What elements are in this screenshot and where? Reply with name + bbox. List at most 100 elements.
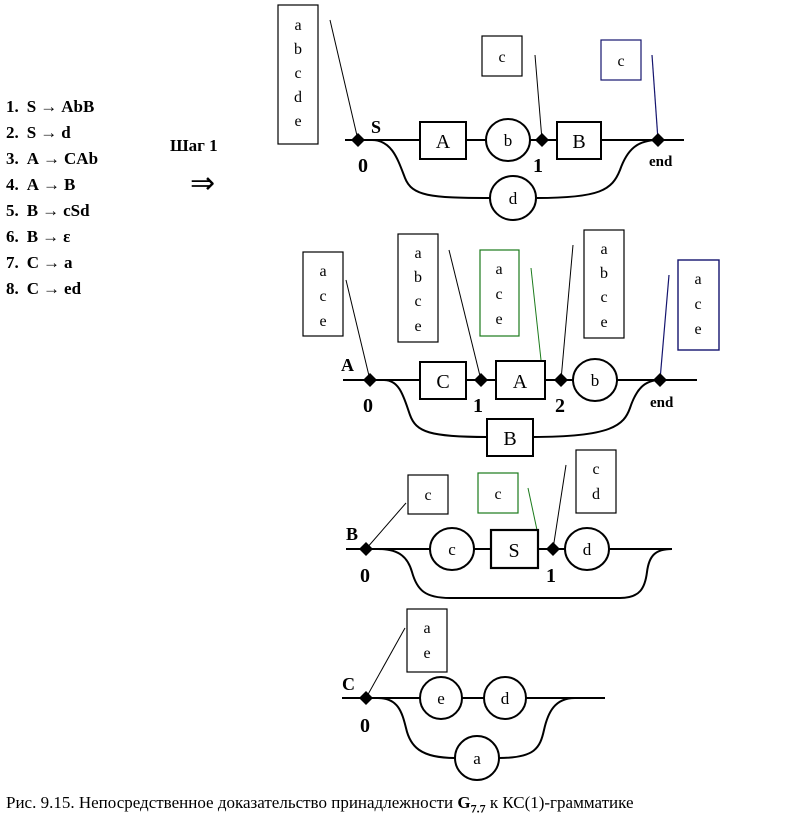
c-circle-e-label: e — [437, 689, 445, 708]
b-point-1-marker — [546, 542, 560, 556]
s-point-1-label: 1 — [533, 155, 543, 177]
a-point-1-label: 1 — [473, 395, 483, 417]
s-circle-d — [489, 175, 537, 221]
rule-5: 5.B→cSd — [6, 201, 90, 220]
s-set-end-item: c — [617, 53, 624, 70]
caption-grammar-name: G — [457, 793, 471, 812]
a-set-2-item: b — [600, 265, 608, 282]
s-point-end-marker — [651, 133, 665, 147]
a-box-b — [486, 418, 534, 457]
a-set-end-item: e — [694, 321, 701, 338]
a-set-pre-item: e — [319, 313, 326, 330]
a-set-a-item: e — [495, 311, 502, 328]
caption-suffix: к КС(1)-грамматике — [485, 793, 634, 812]
b-set-0-item: c — [424, 487, 431, 504]
a-set-pre — [302, 251, 344, 337]
diagram-s-nodes: A b B d S 0 1 end a b c d e c c — [277, 4, 673, 221]
b-set-1-item: d — [592, 486, 600, 503]
a-set-2-item: e — [600, 314, 607, 331]
a-point-1-marker — [474, 373, 488, 387]
a-box-b-label: B — [503, 428, 516, 450]
c-point-0-label: 0 — [360, 715, 370, 737]
diagram-s — [329, 19, 684, 199]
caption-prefix: Рис. 9.15. Непосредственное доказательст… — [6, 793, 458, 812]
b-box-s — [489, 528, 540, 570]
a-box-a — [495, 360, 546, 400]
s-set-0-item: b — [294, 41, 302, 58]
rule-6: 6.B→ε — [6, 227, 70, 246]
s-point-0-marker — [351, 133, 365, 147]
a-box-a-label: A — [513, 371, 528, 393]
a-set-0 — [397, 233, 439, 343]
a-set-2-item: a — [600, 241, 607, 258]
s-set-0-item: e — [294, 113, 301, 130]
a-diagram-name: A — [341, 355, 354, 375]
s-set-end — [600, 39, 642, 81]
a-set-pre-item: a — [319, 263, 326, 280]
b-point-0-marker — [359, 542, 373, 556]
s-box-b-label: B — [572, 131, 585, 153]
b-circle-c — [429, 527, 475, 571]
syntax-diagrams: 1.S→AbB 2.S→d 3.A→CAb 4.A→B 5.B→cSd 6.B→… — [6, 4, 720, 781]
s-box-a-label: A — [436, 131, 451, 153]
a-point-end-marker — [653, 373, 667, 387]
b-set-1 — [575, 449, 617, 514]
c-set-0-item: e — [423, 645, 430, 662]
diagram-c — [342, 627, 605, 759]
a-point-end-label: end — [650, 395, 674, 411]
a-set-2-item: c — [600, 289, 607, 306]
a-point-2-label: 2 — [555, 395, 565, 417]
a-box-c — [419, 361, 467, 400]
s-set-1-item: c — [498, 49, 505, 66]
rule-4: 4.A→B — [6, 175, 75, 194]
a-set-pre-item: c — [319, 288, 326, 305]
b-set-s — [477, 472, 519, 514]
diagram-a — [343, 244, 697, 438]
s-box-a — [419, 121, 467, 160]
s-set-0-item: d — [294, 89, 302, 106]
a-set-0-item: c — [414, 293, 421, 310]
b-circle-c-label: c — [448, 540, 456, 559]
b-point-0-label: 0 — [360, 565, 370, 587]
s-circle-b — [485, 118, 531, 162]
s-set-0-item: c — [294, 65, 301, 82]
a-set-end-item: c — [694, 296, 701, 313]
c-circle-d-label: d — [501, 689, 510, 708]
rule-2: 2.S→d — [6, 123, 71, 142]
s-set-0 — [277, 4, 319, 145]
s-set-0-item: a — [294, 17, 301, 34]
c-point-0-marker — [359, 691, 373, 705]
grammar-rules: 1.S→AbB 2.S→d 3.A→CAb 4.A→B 5.B→cSd 6.B→… — [6, 97, 98, 298]
a-set-0-item: e — [414, 318, 421, 335]
a-set-end — [677, 259, 720, 351]
s-point-end-label: end — [649, 154, 673, 170]
b-set-1-item: c — [592, 461, 599, 478]
c-circle-a-label: a — [473, 749, 481, 768]
a-point-0-marker — [363, 373, 377, 387]
a-set-2 — [583, 229, 625, 339]
a-set-a-item: c — [495, 286, 502, 303]
c-set-0 — [406, 608, 448, 673]
a-set-0-item: b — [414, 269, 422, 286]
a-set-a-item: a — [495, 261, 502, 278]
b-set-s-item: c — [494, 486, 501, 503]
diagram-a-nodes: C A b B A 0 1 2 end a c e a b c e a c e … — [302, 229, 720, 457]
diagram-b-nodes: c S d B 0 1 c c c d — [346, 449, 617, 587]
b-box-s-label: S — [508, 540, 519, 562]
step-arrow-icon: ⇒ — [190, 167, 215, 200]
a-set-0-item: a — [414, 245, 421, 262]
a-box-c-label: C — [436, 371, 449, 393]
c-circle-d — [483, 676, 527, 720]
a-circle-b-label: b — [591, 371, 600, 390]
rule-1: 1.S→AbB — [6, 97, 94, 116]
s-point-0-label: 0 — [358, 155, 368, 177]
s-circle-b-label: b — [504, 131, 513, 150]
s-diagram-name: S — [371, 117, 381, 137]
s-set-1 — [481, 35, 523, 77]
s-point-1-marker — [535, 133, 549, 147]
c-set-0-item: a — [423, 620, 430, 637]
b-circle-d-label: d — [583, 540, 592, 559]
diagram-c-nodes: e d a C 0 a e — [342, 608, 527, 781]
a-point-2-marker — [554, 373, 568, 387]
b-diagram-name: B — [346, 524, 358, 544]
